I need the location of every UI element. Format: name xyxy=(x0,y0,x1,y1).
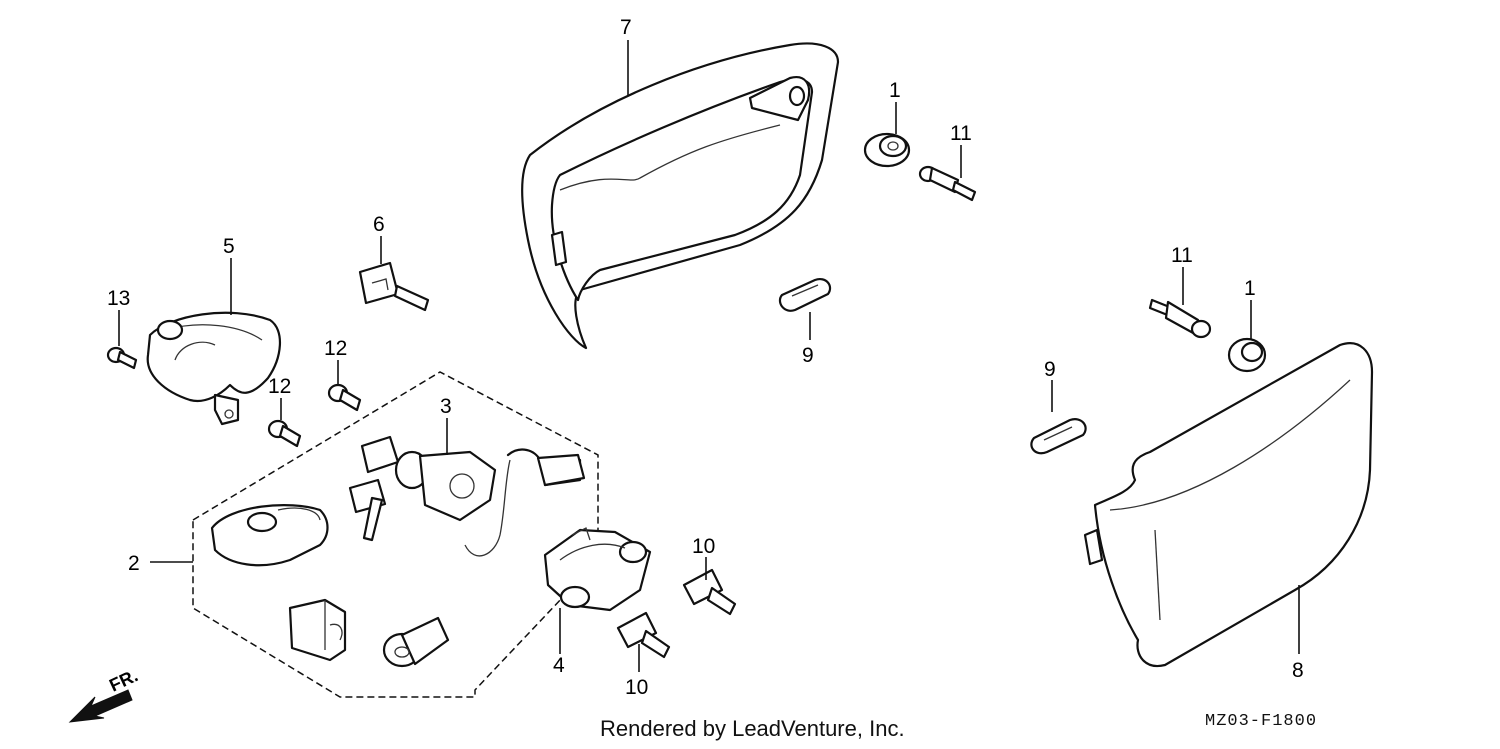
part-11-bolt-upper[interactable] xyxy=(918,165,977,202)
callout-11-lower: 11 xyxy=(1171,244,1193,267)
callout-6: 6 xyxy=(373,213,385,236)
callout-3: 3 xyxy=(440,395,452,418)
callout-10-a: 10 xyxy=(692,535,715,558)
callout-5: 5 xyxy=(223,235,235,258)
footer-credit: Rendered by LeadVenture, Inc. xyxy=(600,716,905,741)
part-11-bolt-lower[interactable] xyxy=(1148,298,1212,339)
diagram-code: MZ03-F1800 xyxy=(1205,712,1318,731)
callout-10-b: 10 xyxy=(625,676,648,699)
direction-label: FR. xyxy=(106,665,141,695)
part-1-grommet-upper[interactable] xyxy=(863,132,911,168)
part-2-lock-cylinder[interactable] xyxy=(382,616,450,668)
callout-4: 4 xyxy=(553,654,565,677)
callout-1-upper: 1 xyxy=(889,79,901,102)
part-12-screw-a[interactable] xyxy=(327,383,362,412)
front-arrow-icon: FR. xyxy=(68,665,141,723)
part-12-screw-b[interactable] xyxy=(267,419,302,448)
part-1-grommet-lower[interactable] xyxy=(1227,337,1267,373)
part-9-grommet-upper[interactable] xyxy=(778,278,832,312)
part-9-grommet-lower[interactable] xyxy=(1030,418,1087,455)
part-4-switch[interactable] xyxy=(543,527,652,612)
callout-8: 8 xyxy=(1292,659,1304,682)
callout-12-b: 12 xyxy=(268,375,291,398)
part-7-left-side-cover[interactable] xyxy=(521,42,840,350)
part-3-ignition-switch[interactable] xyxy=(348,435,586,557)
callout-12-a: 12 xyxy=(324,337,347,360)
part-10-collar-b[interactable] xyxy=(616,611,671,659)
part-8-right-side-cover[interactable] xyxy=(1083,342,1374,668)
part-2-latch[interactable] xyxy=(288,598,347,662)
part-2-group-outline xyxy=(192,371,599,698)
callout-1-lower: 1 xyxy=(1244,277,1256,300)
part-13-screw[interactable] xyxy=(106,346,138,370)
callout-9-lower: 9 xyxy=(1044,358,1056,381)
part-6-key[interactable] xyxy=(358,261,430,312)
part-10-collar-a[interactable] xyxy=(682,568,737,616)
callout-13: 13 xyxy=(107,287,130,310)
callout-11-upper: 11 xyxy=(950,122,972,145)
part-5-lock-cover[interactable] xyxy=(146,311,282,426)
callout-9-upper: 9 xyxy=(802,344,814,367)
part-2-cap[interactable] xyxy=(210,504,329,567)
callout-2: 2 xyxy=(128,552,140,575)
callout-7: 7 xyxy=(620,16,632,39)
